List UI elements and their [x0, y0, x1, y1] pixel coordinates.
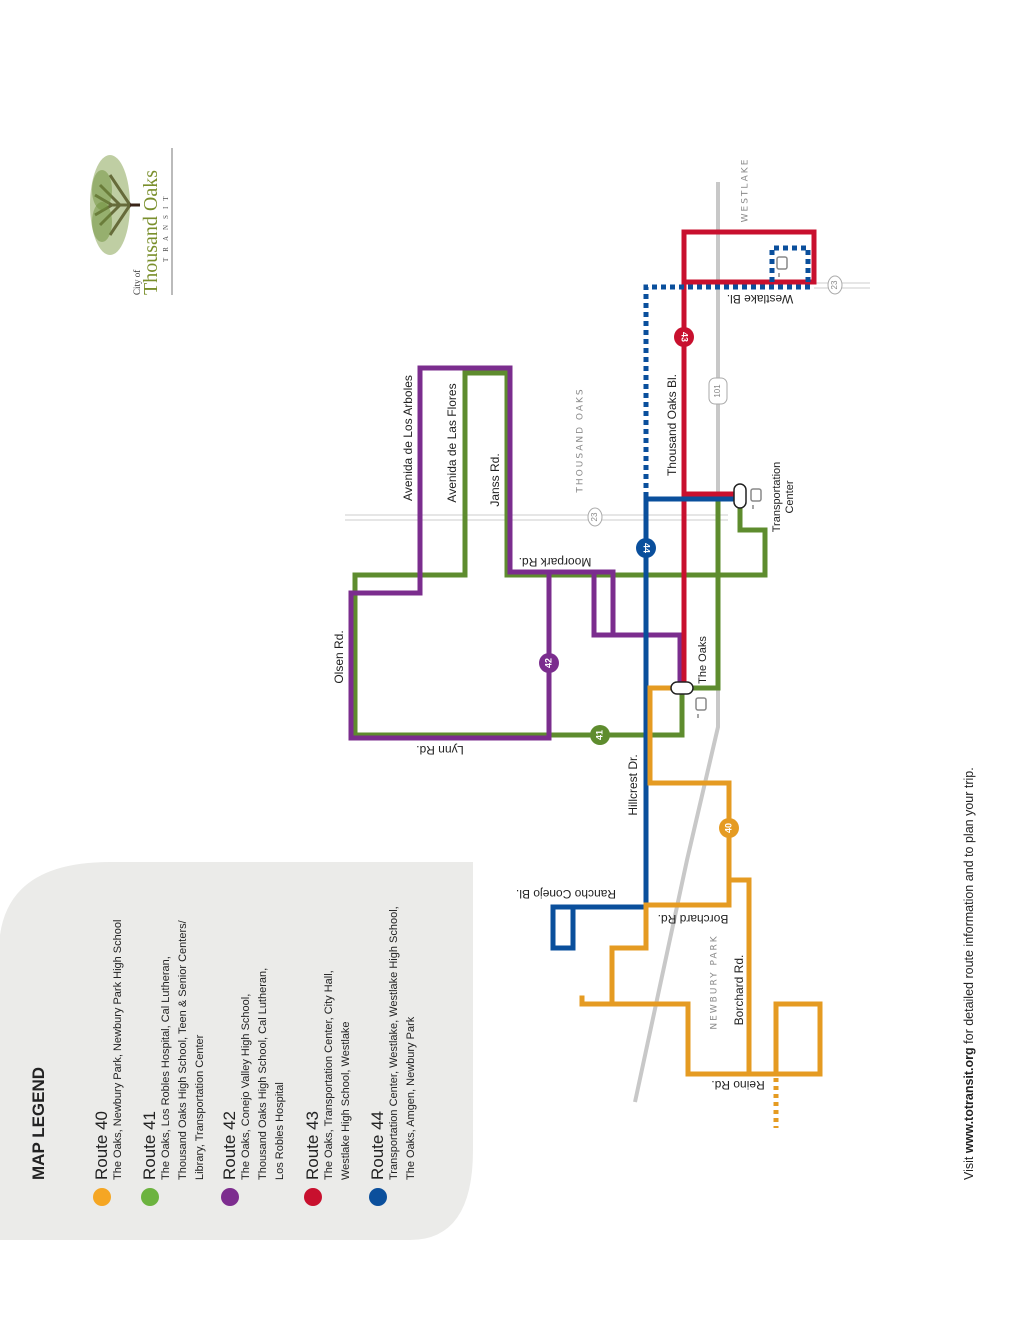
logo-transit: TRANSIT — [162, 190, 170, 262]
route-42-badge: 42 — [539, 653, 559, 673]
legend-route-name: Route 43 — [303, 1111, 322, 1180]
legend-route-description: Library, Transportation Center — [194, 1034, 206, 1180]
route-color-dot — [141, 1188, 159, 1206]
highway-101-shield: 101 — [713, 384, 722, 398]
the-oaks-stop-marker[interactable] — [670, 681, 694, 695]
street-label: Reino Rd. — [711, 1078, 764, 1092]
street-label: Avenida de Las Flores — [445, 383, 459, 502]
area-label-newbury-park: NEWBURY PARK — [710, 934, 720, 1029]
svg-text:44: 44 — [642, 543, 652, 553]
legend-route-description: The Oaks, Newbury Park, Newbury Park Hig… — [112, 920, 124, 1180]
stop-label-transportation-center: Transportation — [771, 462, 783, 533]
street-label: Borchard Rd. — [732, 955, 746, 1026]
legend-panel — [0, 862, 473, 1240]
svg-text:41: 41 — [594, 730, 604, 740]
street-label: Hillcrest Dr. — [626, 754, 640, 815]
svg-text:40: 40 — [723, 823, 733, 833]
legend-route-description: Thousand Oaks High School, Cal Lutheran, — [257, 968, 269, 1180]
svg-text:42: 42 — [543, 658, 553, 668]
highway-23-east: 23 — [814, 275, 870, 295]
svg-text:43: 43 — [680, 332, 690, 342]
highway-23-shield: 23 — [590, 512, 599, 521]
area-label-westlake: WESTLAKE — [741, 158, 751, 223]
oak-tree-icon — [90, 155, 140, 255]
legend-route-description: The Oaks, Transportation Center, City Ha… — [323, 970, 335, 1180]
route-41-badge: 41 — [590, 725, 610, 745]
street-label: Avenida de Los Arboles — [401, 375, 415, 501]
legend-route-description: Westlake High School, Westlake — [340, 1021, 352, 1180]
street-label: Moorpark Rd. — [519, 555, 592, 569]
route-color-dot — [221, 1188, 239, 1206]
area-label-thousand-oaks: THOUSAND OAKS — [576, 387, 586, 493]
highway-101: 101 — [633, 182, 728, 1103]
legend-route-description: Thousand Oaks High School, Teen & Senior… — [177, 919, 189, 1180]
street-label: Olsen Rd. — [332, 630, 346, 683]
route-40-badge: 40 — [719, 818, 739, 838]
legend-route-description: The Oaks, Los Robles Hospital, Cal Luthe… — [160, 956, 172, 1180]
street-label: Thousand Oaks Bl. — [665, 374, 679, 476]
legend-route-name: Route 41 — [140, 1111, 159, 1180]
route-40-line — [579, 685, 823, 1128]
route-41-line — [352, 370, 768, 738]
bus-icon — [695, 697, 707, 718]
route-color-dot — [93, 1188, 111, 1206]
legend-route-description: The Oaks, Amgen, Newbury Park — [405, 1016, 417, 1180]
route-43-badge: 43 — [674, 327, 694, 347]
thousand-oaks-transit-logo: City of Thousand Oaks TRANSIT — [90, 148, 173, 295]
street-label: Westlake Bl. — [727, 292, 793, 306]
street-label: Rancho Conejo Bl. — [516, 887, 616, 901]
footer-prefix: Visit — [962, 1153, 976, 1180]
route-color-dot — [369, 1188, 387, 1206]
footer-url-link[interactable]: www.totransit.org — [962, 1047, 976, 1154]
stop-label-transportation-center: Center — [784, 480, 796, 513]
transportation-center-stop-marker[interactable] — [733, 483, 747, 509]
logo-name: Thousand Oaks — [140, 170, 162, 295]
street-label: Janss Rd. — [488, 453, 502, 506]
legend-route-description: The Oaks, Conejo Valley High School, — [240, 994, 252, 1180]
stop-label-the-oaks: The Oaks — [697, 636, 709, 684]
highway-23-west: 23 — [345, 507, 728, 527]
street-label: Lynn Rd. — [416, 743, 464, 757]
bus-icon — [776, 256, 788, 277]
legend-route-name: Route 40 — [92, 1111, 111, 1180]
street-label: Borchard Rd. — [658, 912, 729, 926]
legend-route-name: Route 44 — [368, 1111, 387, 1180]
route-44-badge: 44 — [636, 538, 656, 558]
footer-suffix: for detailed route information and to pl… — [962, 767, 976, 1047]
route-color-dot — [304, 1188, 322, 1206]
footer-text: Visit www.totransit.org for detailed rou… — [962, 767, 976, 1180]
legend-route-name: Route 42 — [220, 1111, 239, 1180]
route-44-line — [550, 245, 812, 951]
logo-city-of: City of — [132, 270, 142, 295]
highway-23-shield: 23 — [830, 280, 839, 289]
legend-route-description: Transportation Center, Westlake, Westlak… — [388, 906, 400, 1180]
bus-icon — [750, 488, 762, 509]
route-42-line — [348, 365, 683, 741]
legend-title: MAP LEGEND — [29, 1067, 48, 1180]
legend-route-description: Los Robles Hospital — [274, 1082, 286, 1180]
